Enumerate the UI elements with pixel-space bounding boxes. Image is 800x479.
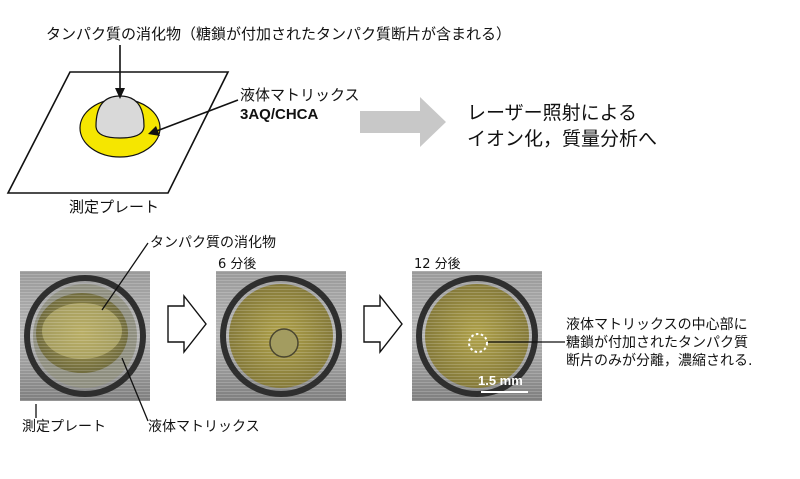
result-line-1: 液体マトリックスの中心部に <box>566 317 748 333</box>
matrix-name-label: 3AQ/CHCA <box>240 106 319 123</box>
matrix-pointer-line <box>153 99 239 133</box>
plate-label-top: 測定プレート <box>69 198 160 216</box>
liquid-matrix-label: 液体マトリックス <box>240 86 360 104</box>
digest-pointer-arrowhead <box>115 88 125 99</box>
result-line-3: 断片のみが分離，濃縮される. <box>566 353 753 369</box>
digest-description-label: タンパク質の消化物（糖鎖が付加されたタンパク質断片が含まれる） <box>46 25 512 43</box>
time-6min-label: 6 分後 <box>218 257 257 272</box>
process-label-line2: イオン化，質量分析へ <box>467 128 658 150</box>
step-arrow-1 <box>167 293 207 355</box>
photo-12min <box>412 271 542 401</box>
matrix-pointer-arrowhead <box>148 126 160 136</box>
plate-label-bottom: 測定プレート <box>22 419 106 435</box>
result-line-2: 糖鎖が付加されたタンパク質 <box>566 335 748 351</box>
process-label-line1: レーザー照射による <box>467 102 638 124</box>
matrix-label-bottom: 液体マトリックス <box>148 419 260 435</box>
photo-initial <box>20 271 150 401</box>
digest-label-bottom: タンパク質の消化物 <box>150 235 276 251</box>
photo-6min <box>216 271 346 401</box>
step-arrow-2 <box>363 293 403 355</box>
digest-droplet-shape <box>95 95 145 139</box>
process-arrow <box>360 97 446 147</box>
digest-leader-line <box>101 242 149 311</box>
scale-bar-label: 1.5 mm <box>478 373 523 388</box>
matrix-leader-line <box>121 357 149 422</box>
time-12min-label: 12 分後 <box>414 257 461 272</box>
